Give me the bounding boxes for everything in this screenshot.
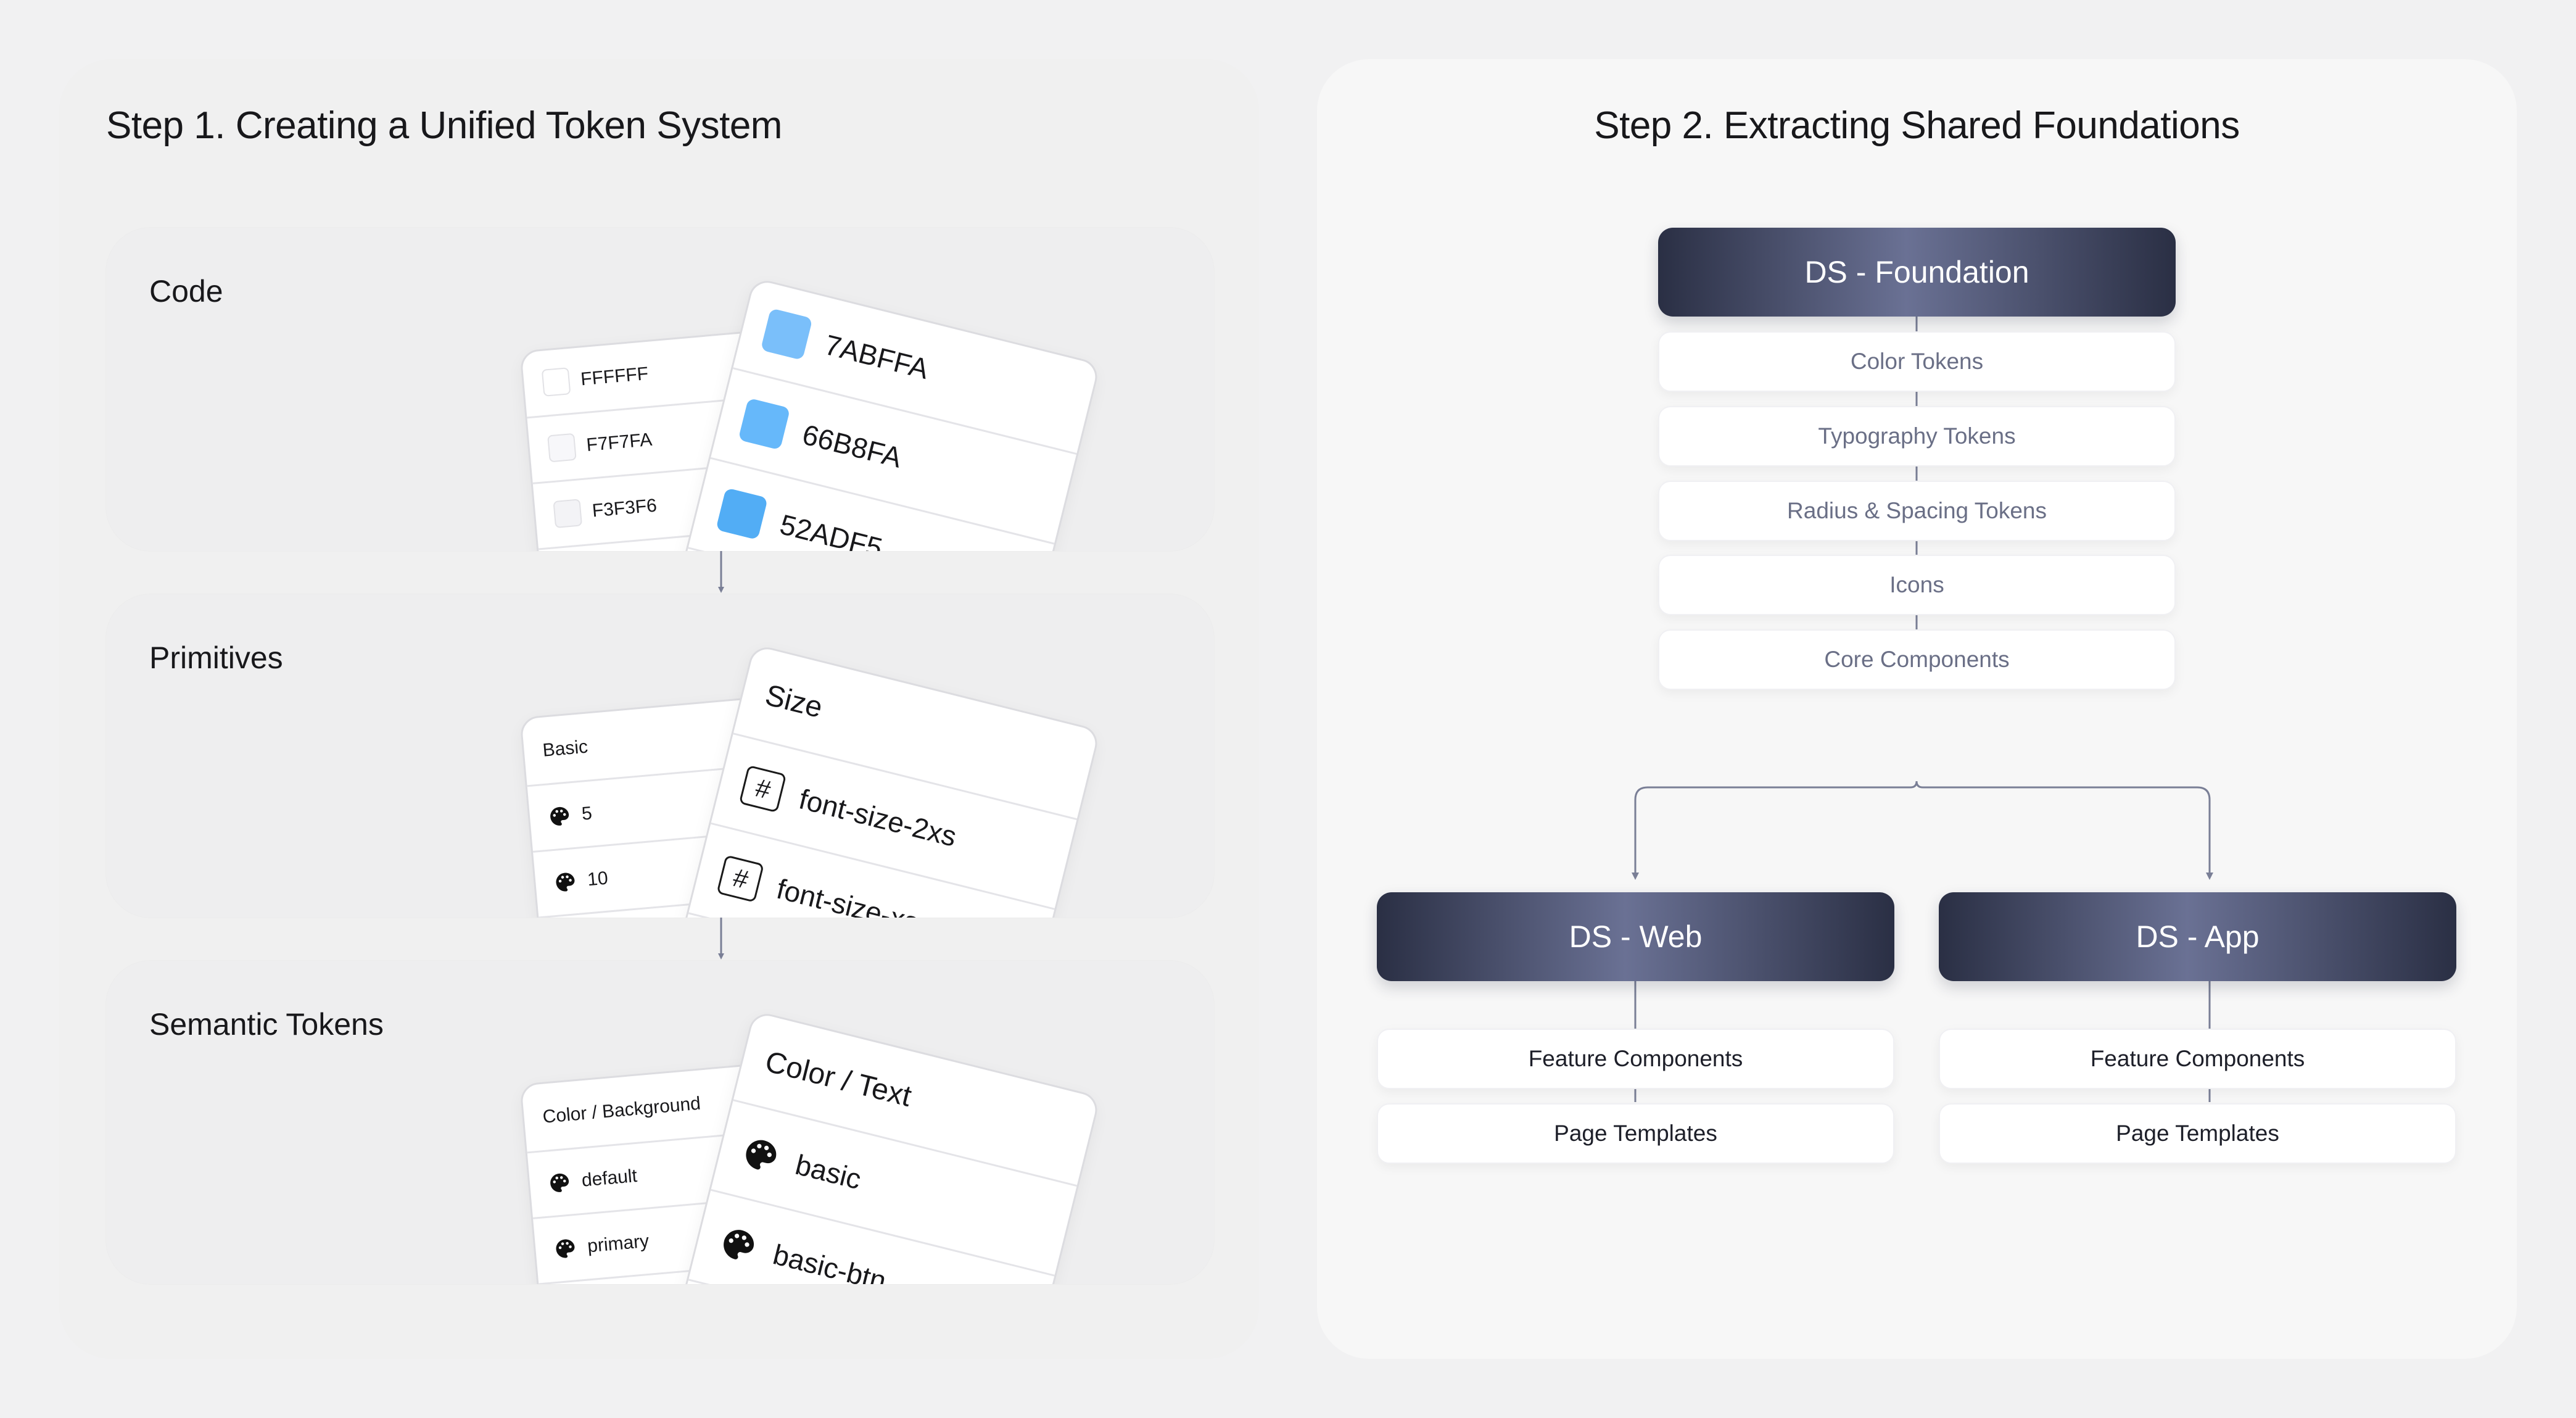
foundation-item: Core Components — [1658, 629, 2176, 690]
web-item: Page Templates — [1377, 1103, 1894, 1164]
app-item: Feature Components — [1939, 1029, 2456, 1089]
color-swatch — [760, 307, 813, 360]
token-name: font-size-xs — [774, 872, 922, 918]
palette-icon — [550, 1173, 569, 1192]
ds-web-node: DS - Web — [1377, 892, 1894, 981]
palette-icon — [556, 873, 575, 892]
table-row: basic-btn — [688, 1190, 1055, 1284]
semantic-small-table: Color / Background default primary — [519, 1061, 801, 1284]
hex-label: 66B8FA — [799, 418, 906, 474]
arrow-down-icon — [718, 918, 724, 960]
hex-label: F3F3F6 — [591, 495, 658, 521]
token-name: primary — [586, 1230, 650, 1257]
color-swatch — [738, 397, 791, 450]
hex-label: 7ABFFA — [822, 328, 932, 385]
foundation-item: Typography Tokens — [1658, 406, 2176, 466]
step1-panel: Step 1. Creating a Unified Token System … — [59, 59, 1259, 1359]
code-big-table: 7ABFFA 66B8FA 52ADF5 — [663, 277, 1101, 551]
token-name: basic — [792, 1148, 865, 1195]
primitives-small-table: Basic 5 10 — [519, 695, 801, 918]
primitives-big-table: Size # font-size-2xs # font-size-xs — [663, 644, 1101, 918]
hash-icon: # — [738, 765, 787, 813]
semantic-tokens-card: Semantic Tokens Color / Background defau… — [106, 961, 1214, 1284]
foundation-item: Icons — [1658, 555, 2176, 615]
foundation-item: Color Tokens — [1658, 331, 2176, 392]
token-name: default — [580, 1166, 638, 1191]
hex-label: F7F7FA — [585, 429, 653, 456]
semantic-card-label: Semantic Tokens — [149, 1007, 384, 1042]
hash-icon: # — [716, 854, 765, 903]
color-swatch — [541, 367, 571, 397]
color-swatch — [716, 487, 769, 540]
color-swatch — [553, 499, 583, 529]
table-row: default — [527, 1131, 788, 1219]
ds-foundation-node: DS - Foundation — [1658, 228, 2176, 317]
step1-title: Step 1. Creating a Unified Token System — [106, 104, 782, 147]
table-row: basic — [711, 1101, 1077, 1277]
palette-icon — [556, 1239, 575, 1258]
palette-icon — [746, 1140, 777, 1169]
step2-title: Step 2. Extracting Shared Foundations — [1594, 104, 2240, 147]
palette-icon — [724, 1229, 754, 1259]
token-name: font-size-2xs — [796, 782, 960, 853]
foundation-item: Radius & Spacing Tokens — [1658, 481, 2176, 541]
code-card-label: Code — [149, 274, 223, 309]
token-name: basic-btn — [770, 1237, 890, 1284]
token-value: 5 — [580, 803, 593, 824]
arrow-down-icon — [718, 551, 724, 593]
primitives-card-label: Primitives — [149, 641, 283, 675]
color-swatch — [547, 433, 577, 463]
token-value: 10 — [586, 868, 609, 890]
web-item: Feature Components — [1377, 1029, 1894, 1089]
hex-label: FFFFFF — [579, 363, 650, 390]
ds-app-node: DS - App — [1939, 892, 2456, 981]
table-row: primary — [533, 1196, 793, 1284]
semantic-big-table: Color / Text basic basic-btn — [663, 1010, 1101, 1284]
app-item: Page Templates — [1939, 1103, 2456, 1164]
code-card: Code FFFFFF F7F7FA F3F3F6 7ABFFA — [106, 228, 1214, 551]
hex-label: 52ADF5 — [777, 507, 886, 551]
step2-panel: Step 2. Extracting Shared Foundations DS… — [1317, 59, 2517, 1359]
table-row: 5 — [527, 765, 788, 853]
primitives-card: Primitives Basic 5 10 Size # font-size-2… — [106, 594, 1214, 918]
palette-icon — [550, 806, 569, 826]
table-row: 10 — [533, 830, 793, 918]
